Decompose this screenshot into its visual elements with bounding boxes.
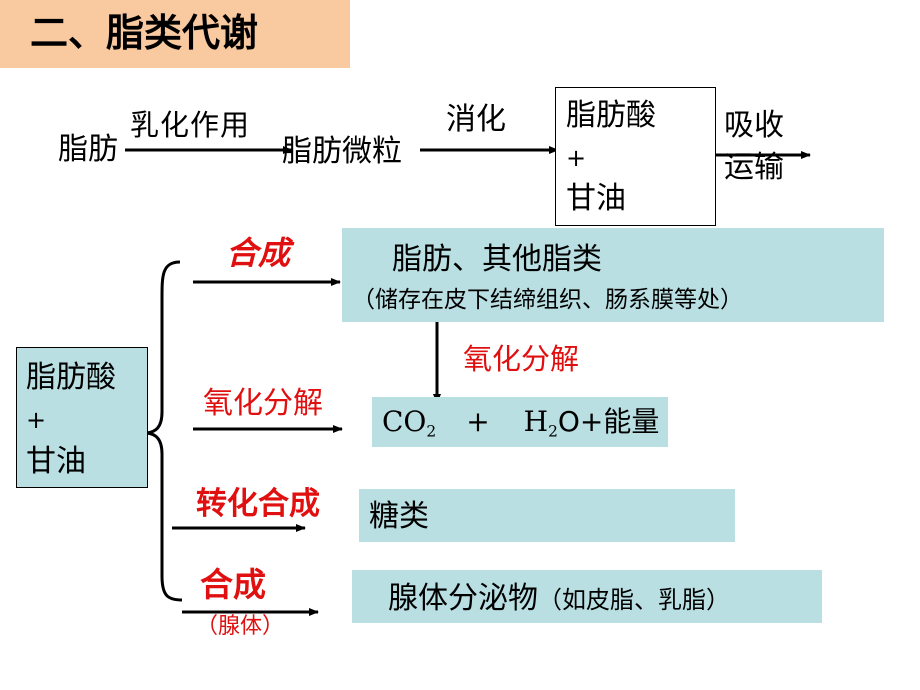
absorb-label: 吸收 bbox=[724, 108, 784, 143]
branch-label-gland-note: （腺体） bbox=[196, 614, 285, 639]
co2-subscript: 2 bbox=[426, 422, 437, 441]
sugar-text: 糖类 bbox=[369, 499, 429, 534]
h2o-h: H bbox=[523, 405, 549, 438]
lipid-store-note: （储存在皮下结缔组织、肠系膜等处） bbox=[352, 287, 743, 313]
source-line-fatty-acid: 脂肪酸 bbox=[26, 360, 116, 395]
source-line-glycerol: 甘油 bbox=[26, 444, 86, 479]
title-banner bbox=[0, 0, 350, 68]
source-box: 脂肪酸 + 甘油 bbox=[16, 347, 148, 488]
micelle-label: 脂肪微粒 bbox=[282, 134, 402, 169]
lipid-store-title: 脂肪、其他脂类 bbox=[392, 242, 602, 277]
plus-sign: + bbox=[466, 405, 490, 438]
h2o-energy: O+能量 bbox=[557, 405, 660, 438]
gland-secretion-title: 腺体分泌物 bbox=[388, 581, 538, 616]
fat-label: 脂肪 bbox=[58, 132, 118, 167]
down-arrow-label: 氧化分解 bbox=[463, 342, 580, 376]
branch-label-oxidation: 氧化分解 bbox=[203, 386, 323, 421]
oxidation-product-box: CO2+H2O+能量 bbox=[372, 397, 668, 447]
branch-label-gland-synthesis: 合成 bbox=[200, 565, 266, 604]
gland-secretion-box: 腺体分泌物（如皮脂、乳脂） bbox=[352, 570, 822, 623]
gland-secretion-note: （如皮脂、乳脂） bbox=[538, 586, 730, 614]
oxidation-product-text: CO2+H2O+能量 bbox=[382, 405, 659, 448]
branch-brace bbox=[146, 260, 183, 602]
product-line-glycerol: 甘油 bbox=[566, 181, 626, 216]
sugar-box: 糖类 bbox=[359, 489, 735, 542]
lipid-store-box: 脂肪、其他脂类 （储存在皮下结缔组织、肠系膜等处） bbox=[342, 228, 884, 322]
emulsify-label: 乳化作用 bbox=[130, 108, 251, 142]
page-title: 二、脂类代谢 bbox=[30, 11, 259, 55]
gland-secretion-text: 腺体分泌物（如皮脂、乳脂） bbox=[388, 580, 730, 617]
product-plus: + bbox=[566, 144, 587, 172]
h2o-subscript: 2 bbox=[548, 422, 558, 441]
digestion-product-box: 脂肪酸 + 甘油 bbox=[555, 87, 716, 226]
branch-label-synthesis: 合成 bbox=[226, 234, 291, 272]
co2-text: CO bbox=[382, 405, 427, 438]
transport-label: 运输 bbox=[724, 150, 784, 185]
branch-label-conversion: 转化合成 bbox=[196, 486, 320, 522]
digest-label: 消化 bbox=[446, 102, 506, 137]
product-line-fatty-acid: 脂肪酸 bbox=[566, 98, 656, 133]
source-plus: + bbox=[26, 406, 47, 434]
